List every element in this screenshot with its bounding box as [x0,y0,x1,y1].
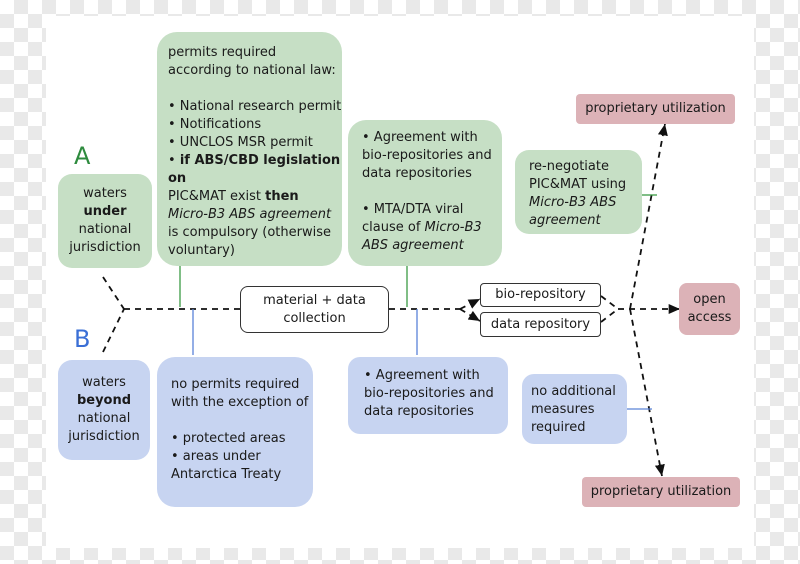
permits-bullet-4-agreement: Micro-B3 ABS agreement [168,207,332,222]
open-access-box: open access [679,283,740,335]
label-b: B [74,325,91,353]
agreement-green-l1: • Agreement with [362,130,478,145]
agreement-green-box: • Agreement with bio-repositories and da… [348,120,502,266]
no-permits-l2: with the exception of [171,395,309,410]
waters-beyond-l3: national [77,411,131,426]
label-a: A [74,142,91,170]
no-additional-l2: measures [531,402,595,417]
edge-data-to-merge [600,308,619,323]
agreement-green-l4: • MTA/DTA viral [362,202,464,217]
edge-bio-to-merge [600,295,619,310]
collection-l2: collection [283,310,346,326]
permits-required-box: permits required according to national l… [157,32,342,266]
waters-under-l3: national [78,222,132,237]
permits-bullet-4-voluntary: voluntary) [168,243,235,258]
no-additional-l3: required [531,420,586,435]
proprietary-bottom-box: proprietary utilization [582,477,740,507]
renegotiate-box: re-negotiate PIC&MAT using Micro-B3 ABS … [515,150,642,234]
spacer [171,412,313,430]
permits-bullet-1: • National research permit [168,99,342,114]
no-permits-l5: Antarctica Treaty [171,467,282,482]
renegotiate-l1: re-negotiate [529,159,609,174]
waters-under-l2: under [83,204,127,219]
permits-bullet-4: • if ABS/CBD legislation on [168,153,341,186]
no-permits-l4: • areas under [171,449,261,464]
collection-box: material + data collection [240,286,389,333]
permits-bullet-4-cont: PIC&MAT exist then [168,189,299,204]
permits-bullet-4-compulsory: is compulsory (otherwise [168,225,332,240]
no-permits-l3: • protected areas [171,431,286,446]
bio-repository-label: bio-repository [495,287,586,302]
collection-l1: material + data [263,292,366,308]
agreement-blue-box: • Agreement with bio-repositories and da… [348,357,508,434]
waters-under-l4: jurisdiction [69,240,141,255]
no-additional-box: no additional measures required [522,374,627,444]
renegotiate-l3: Micro-B3 ABS [529,195,617,210]
agreement-blue-l2: bio-repositories and [364,386,494,401]
spacer [362,183,502,201]
agreement-green-l2: bio-repositories and [362,148,492,163]
agreement-blue-l1: • Agreement with [364,368,480,383]
edge-to-proprietary-top [629,123,668,310]
permits-bullet-2: • Notifications [168,117,262,132]
data-repository-box: data repository [480,312,601,337]
renegotiate-l2: PIC&MAT using [529,177,627,192]
proprietary-top-box: proprietary utilization [576,94,735,124]
agreement-green-l6: ABS agreement [362,238,464,253]
renegotiate-l4: agreement [529,213,601,228]
agreement-green-l3: data repositories [362,166,472,181]
permits-title-1: permits required [168,45,277,60]
waters-beyond-l4: jurisdiction [68,429,140,444]
open-access-l1: open [693,292,726,307]
permits-bullet-3: • UNCLOS MSR permit [168,135,313,150]
bio-repository-box: bio-repository [480,283,601,307]
spacer [168,80,342,98]
waters-beyond-box: waters beyond national jurisdiction [58,360,150,460]
edge-b-to-junction [102,308,125,353]
proprietary-bottom-label: proprietary utilization [590,484,732,499]
waters-under-l1: waters [83,186,127,201]
proprietary-top-label: proprietary utilization [585,101,726,116]
no-permits-l1: no permits required [171,377,300,392]
edge-to-data-repository [459,308,481,322]
no-additional-l1: no additional [531,384,616,399]
edge-to-bio-repository [459,298,481,310]
permits-title-2: according to national law: [168,63,336,78]
edge-a-to-junction [102,276,125,310]
data-repository-label: data repository [490,316,591,332]
agreement-blue-l3: data repositories [364,404,474,419]
agreement-green-l5: clause of Micro-B3 [362,220,482,235]
open-access-l2: access [687,310,732,325]
waters-beyond-l2: beyond [76,393,132,408]
waters-under-box: waters under national jurisdiction [58,174,152,268]
waters-beyond-l1: waters [82,375,126,390]
edge-to-proprietary-bottom [629,308,665,477]
no-permits-box: no permits required with the exception o… [157,357,313,507]
